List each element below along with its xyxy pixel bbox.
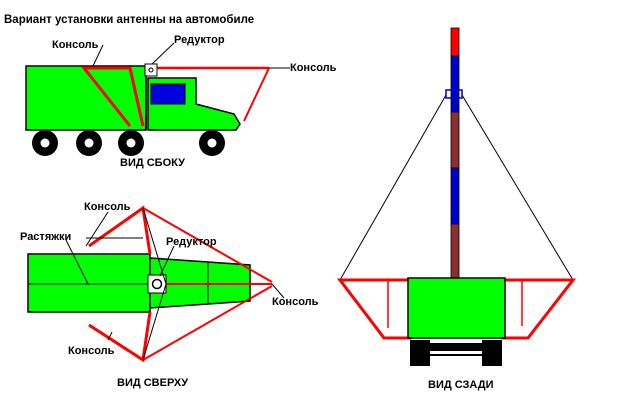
rear-mast <box>450 27 460 281</box>
side-console-right-label: Консоль <box>290 62 337 74</box>
side-cargo-body <box>25 65 147 131</box>
top-reducer-box <box>147 274 167 294</box>
top-stay-line <box>65 239 89 285</box>
top-console-right-label: Консоль <box>272 296 319 308</box>
side-console <box>80 66 145 127</box>
top-console-lower-label: Консоль <box>68 345 115 357</box>
rear-view: ВИД СЗАДИ <box>336 27 577 391</box>
top-console-upper <box>88 205 152 255</box>
rear-guy-left <box>339 94 447 281</box>
rear-console-left <box>336 278 412 340</box>
rear-view-caption: ВИД СЗАДИ <box>428 379 494 391</box>
top-cargo-body <box>27 253 151 313</box>
top-reducer-label: Редуктор <box>166 236 217 248</box>
rear-cargo-body <box>407 277 506 339</box>
rear-guy-right <box>461 94 574 281</box>
side-console-left-label: Консоль <box>52 39 99 51</box>
top-view: Консоль Растяжки Редуктор Консоль Консол… <box>20 201 319 389</box>
rear-axle <box>428 343 484 351</box>
rear-mast-clamp <box>445 89 463 99</box>
diagram-title: Вариант установки антенны на автомобиле <box>4 14 254 26</box>
top-view-caption: ВИД СВЕРХУ <box>117 377 188 389</box>
side-view: Консоль Редуктор Консоль ВИД СБОКУ <box>25 34 337 169</box>
side-reducer-box <box>144 63 158 77</box>
side-view-caption: ВИД СБОКУ <box>120 157 185 169</box>
top-console-upper-label: Консоль <box>84 201 131 213</box>
rear-console-right <box>501 278 577 340</box>
top-stays-label: Растяжки <box>20 231 71 243</box>
side-reducer-label: Редуктор <box>174 34 225 46</box>
side-cab-window <box>150 83 186 105</box>
side-wheels <box>32 130 225 156</box>
